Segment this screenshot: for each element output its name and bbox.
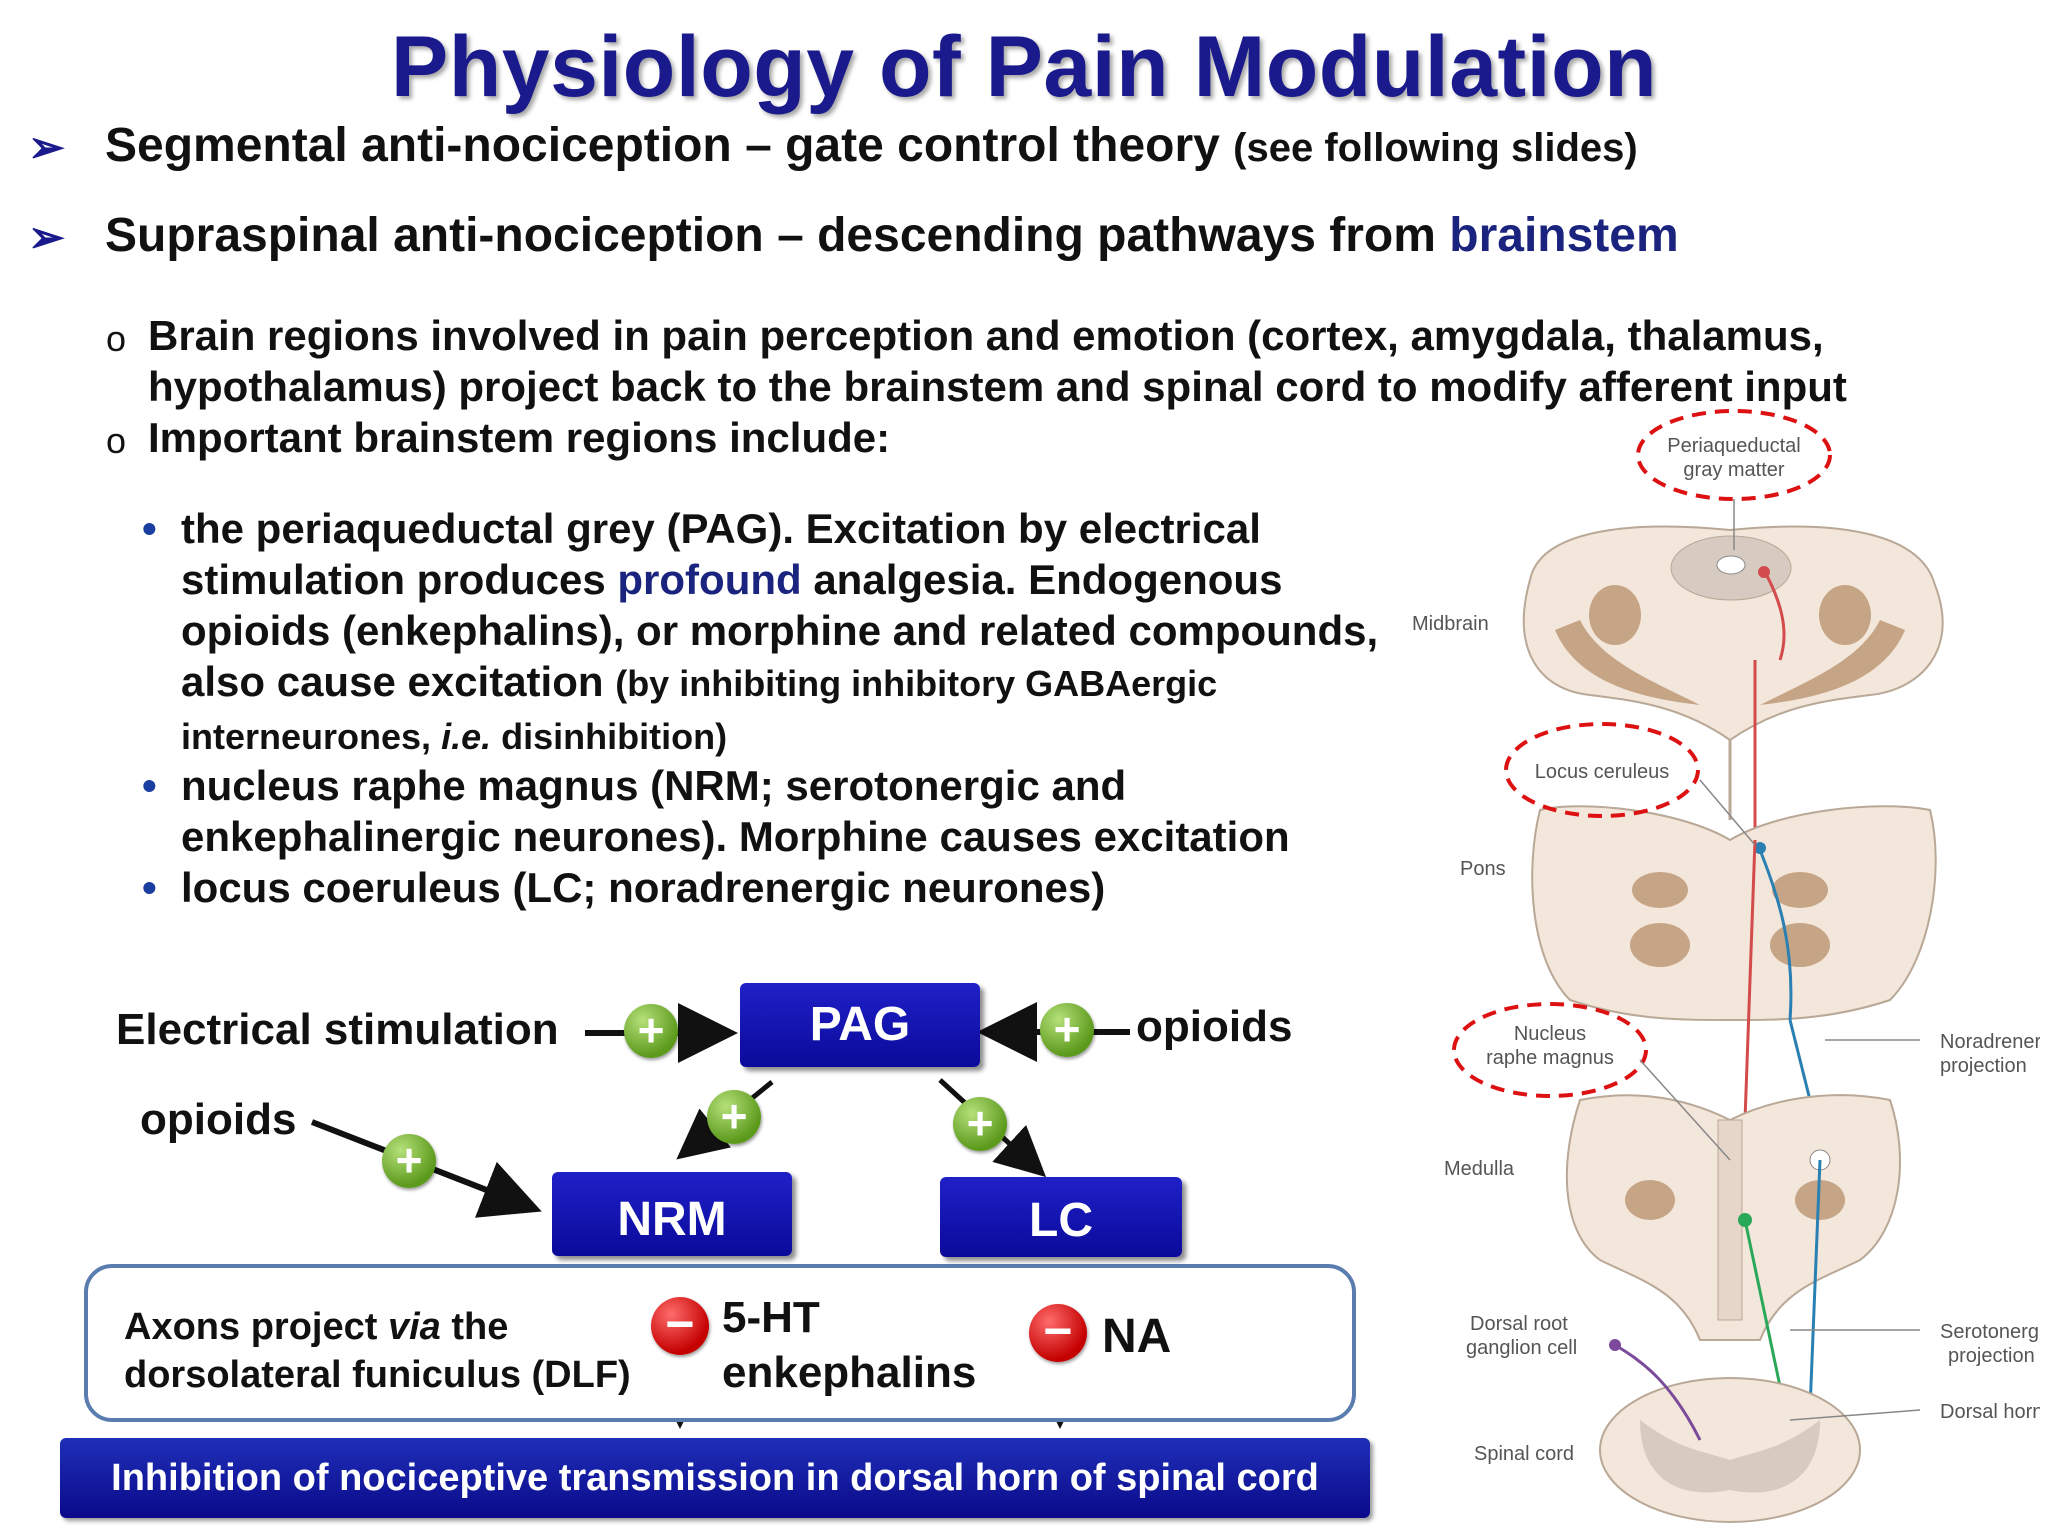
anatomy-label-midbrain: Midbrain <box>1412 613 1489 635</box>
label-opioids-left: opioids <box>140 1095 297 1144</box>
medulla-section <box>1565 1094 1901 1341</box>
anatomy-label-pons: Pons <box>1460 858 1506 880</box>
arrow-bullet-icon: ➢ <box>28 213 65 262</box>
circle-bullet-icon: o <box>106 318 127 359</box>
pag-highlight-circle <box>1636 409 1832 501</box>
region-lc: locus coeruleus (LC; noradrenergic neuro… <box>181 864 1106 911</box>
minus-icon: − <box>1029 1304 1087 1362</box>
label-electrical-stimulation: Electrical stimulation <box>116 1005 559 1054</box>
midbrain-section <box>1522 525 1944 742</box>
region-pag-highlight: profound <box>617 556 802 603</box>
dot-bullet-icon: • <box>142 762 157 809</box>
plus-icon: + <box>707 1090 761 1144</box>
anatomy-label-drg-1: Dorsal root <box>1470 1313 1568 1335</box>
slide-title: Physiology of Pain Modulation <box>390 19 1658 115</box>
inhibition-banner: Inhibition of nociceptive transmission i… <box>60 1438 1370 1518</box>
anatomy-label-nrm-2: raphe magnus <box>1486 1047 1614 1069</box>
spinal-cord-section <box>1599 1339 1861 1523</box>
anatomy-label-nrm-1: Nucleus <box>1514 1023 1586 1045</box>
anatomy-label-medulla: Medulla <box>1444 1158 1515 1180</box>
anatomy-label-pag-1: Periaqueductal <box>1667 435 1800 457</box>
nrm-box: NRM <box>552 1172 792 1256</box>
axons-text-via: via <box>387 1306 441 1348</box>
region-pag-note-b: disinhibition) <box>501 716 728 757</box>
arrow-bullet-icon: ➢ <box>28 123 65 172</box>
region-pag-text-a: the periaqueductal grey (PAG). Excitatio… <box>181 505 1261 603</box>
axons-text-a: Axons project <box>124 1306 378 1348</box>
sub-point-brain-regions: Brain regions involved in pain perceptio… <box>148 312 1847 410</box>
region-pag-note-a: (by inhibiting inhibitory GABAergic inte… <box>181 663 1218 757</box>
supraspinal-highlight: brainstem <box>1449 209 1679 262</box>
axons-text-b: the <box>451 1306 509 1348</box>
label-enkephalins: enkephalins <box>722 1348 977 1397</box>
dlf-box <box>84 1264 1356 1422</box>
label-na: NA <box>1102 1310 1172 1363</box>
segmental-text: Segmental anti-nociception – gate contro… <box>105 119 1220 172</box>
anatomy-label-spinal-cord: Spinal cord <box>1474 1443 1574 1465</box>
nrm-highlight-circle <box>1452 1002 1648 1098</box>
plus-icon: + <box>382 1134 436 1188</box>
anatomy-label-locus: Locus ceruleus <box>1535 761 1670 783</box>
region-nrm: nucleus raphe magnus (NRM; serotonergic … <box>181 762 1290 860</box>
plus-icon: + <box>624 1004 678 1058</box>
region-pag-text-b: analgesia. Endogenous opioids (enkephali… <box>181 556 1379 705</box>
anatomy-label-drg-2: ganglion cell <box>1466 1337 1577 1359</box>
region-pag-note-ie: i.e. <box>441 716 492 757</box>
sub-point-important: Important brainstem regions include: <box>148 414 891 461</box>
anatomy-label-dorsal-horn: Dorsal horn <box>1940 1401 2040 1423</box>
segmental-note: (see following slides) <box>1233 126 1638 170</box>
circle-bullet-icon: o <box>106 420 127 461</box>
pag-box: PAG <box>740 983 980 1067</box>
dot-bullet-icon: • <box>142 864 157 911</box>
plus-icon: + <box>1040 1003 1094 1057</box>
anatomy-label-pag-2: gray matter <box>1683 459 1784 481</box>
point-segmental: Segmental anti-nociception – gate contro… <box>105 118 1638 173</box>
pons-section <box>1531 805 1937 1021</box>
supraspinal-text: Supraspinal anti-nociception – descendin… <box>105 209 1436 262</box>
dot-bullet-icon: • <box>142 505 157 552</box>
axons-text-c: dorsolateral funiculus (DLF) <box>124 1354 631 1396</box>
label-opioids-right: opioids <box>1136 1002 1293 1051</box>
plus-icon: + <box>953 1097 1007 1151</box>
locus-highlight-circle <box>1504 722 1700 818</box>
anatomy-label-sero-1: Serotonergic <box>1940 1321 2040 1343</box>
point-supraspinal: Supraspinal anti-nociception – descendin… <box>105 208 1679 263</box>
brainstem-anatomy-illustration: Periaqueductal gray matter Midbrain Locu… <box>1412 409 2040 1523</box>
anatomy-label-noradr-2: projection <box>1940 1055 2027 1077</box>
region-pag-note: (by inhibiting inhibitory GABAergic inte… <box>181 663 1217 757</box>
anatomy-label-noradr-1: Noradrenergic <box>1940 1031 2040 1053</box>
axons-text: Axons project via the dorsolateral funic… <box>124 1303 631 1399</box>
anatomy-label-sero-2: projection <box>1948 1345 2035 1367</box>
region-pag: the periaqueductal grey (PAG). Excitatio… <box>181 503 1401 762</box>
lc-box: LC <box>940 1177 1182 1257</box>
label-5ht: 5-HT <box>722 1293 820 1342</box>
minus-icon: − <box>651 1297 709 1355</box>
